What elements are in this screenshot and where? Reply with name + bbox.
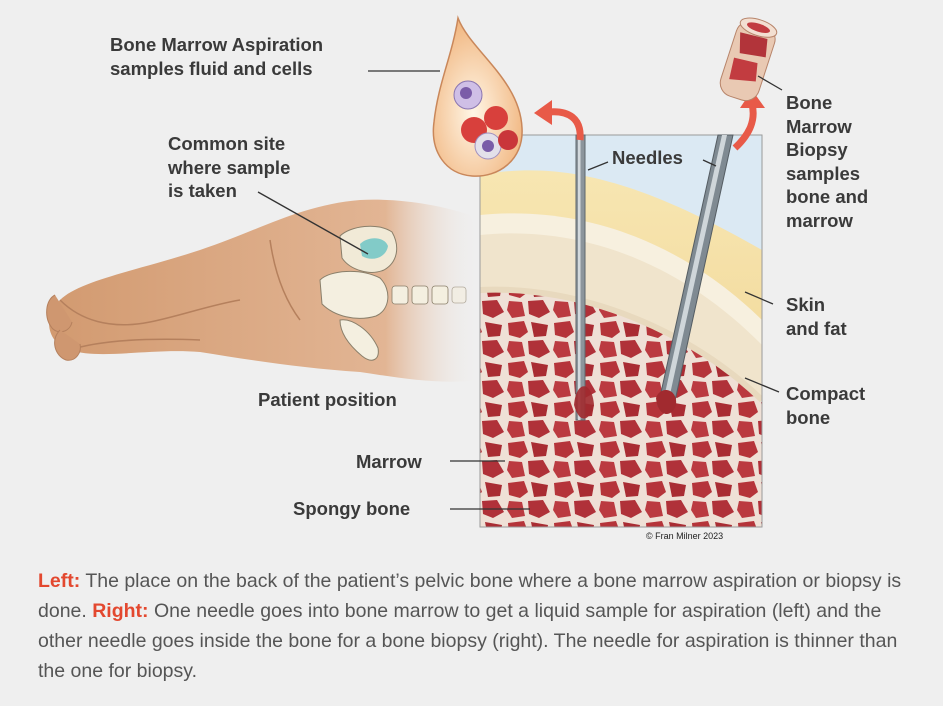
copyright-notice: © Fran Milner 2023 [646, 531, 723, 541]
skin-fat-line-1: Skin [786, 293, 847, 317]
caption-right-key: Right: [92, 600, 148, 622]
caption-left-key: Left: [38, 570, 80, 592]
aspiration-title: Bone Marrow Aspiration [110, 33, 323, 57]
biopsy-core-sample [717, 14, 780, 104]
aspiration-sample-droplet [433, 18, 522, 176]
biopsy-line-1: Bone [786, 91, 868, 115]
biopsy-line-2: Marrow [786, 115, 868, 139]
common-site-line-2: where sample [168, 156, 290, 180]
skin-fat-label: Skin and fat [786, 293, 847, 340]
marrow-label: Marrow [356, 450, 422, 474]
figure-caption: Left: The place on the back of the patie… [38, 566, 918, 686]
biopsy-label: Bone Marrow Biopsy samples bone and marr… [786, 91, 868, 232]
common-site-line-3: is taken [168, 179, 290, 203]
spongy-bone-label: Spongy bone [293, 497, 410, 521]
biopsy-line-6: marrow [786, 209, 868, 233]
skin-fat-line-2: and fat [786, 317, 847, 341]
common-site-line-1: Common site [168, 132, 290, 156]
caption-right-text: One needle goes into bone marrow to get … [38, 600, 897, 682]
compact-bone-label: Compact bone [786, 382, 865, 429]
common-site-label: Common site where sample is taken [168, 132, 290, 203]
needles-label: Needles [612, 146, 683, 170]
biopsy-line-3: Biopsy [786, 138, 868, 162]
compact-bone-line-2: bone [786, 406, 865, 430]
compact-bone-line-1: Compact [786, 382, 865, 406]
aspiration-label: Bone Marrow Aspiration samples fluid and… [110, 33, 323, 80]
bone-marrow-illustration [0, 0, 943, 560]
biopsy-line-4: samples [786, 162, 868, 186]
patient-position-label: Patient position [258, 388, 397, 412]
biopsy-line-5: bone and [786, 185, 868, 209]
aspiration-subtitle: samples fluid and cells [110, 57, 323, 81]
